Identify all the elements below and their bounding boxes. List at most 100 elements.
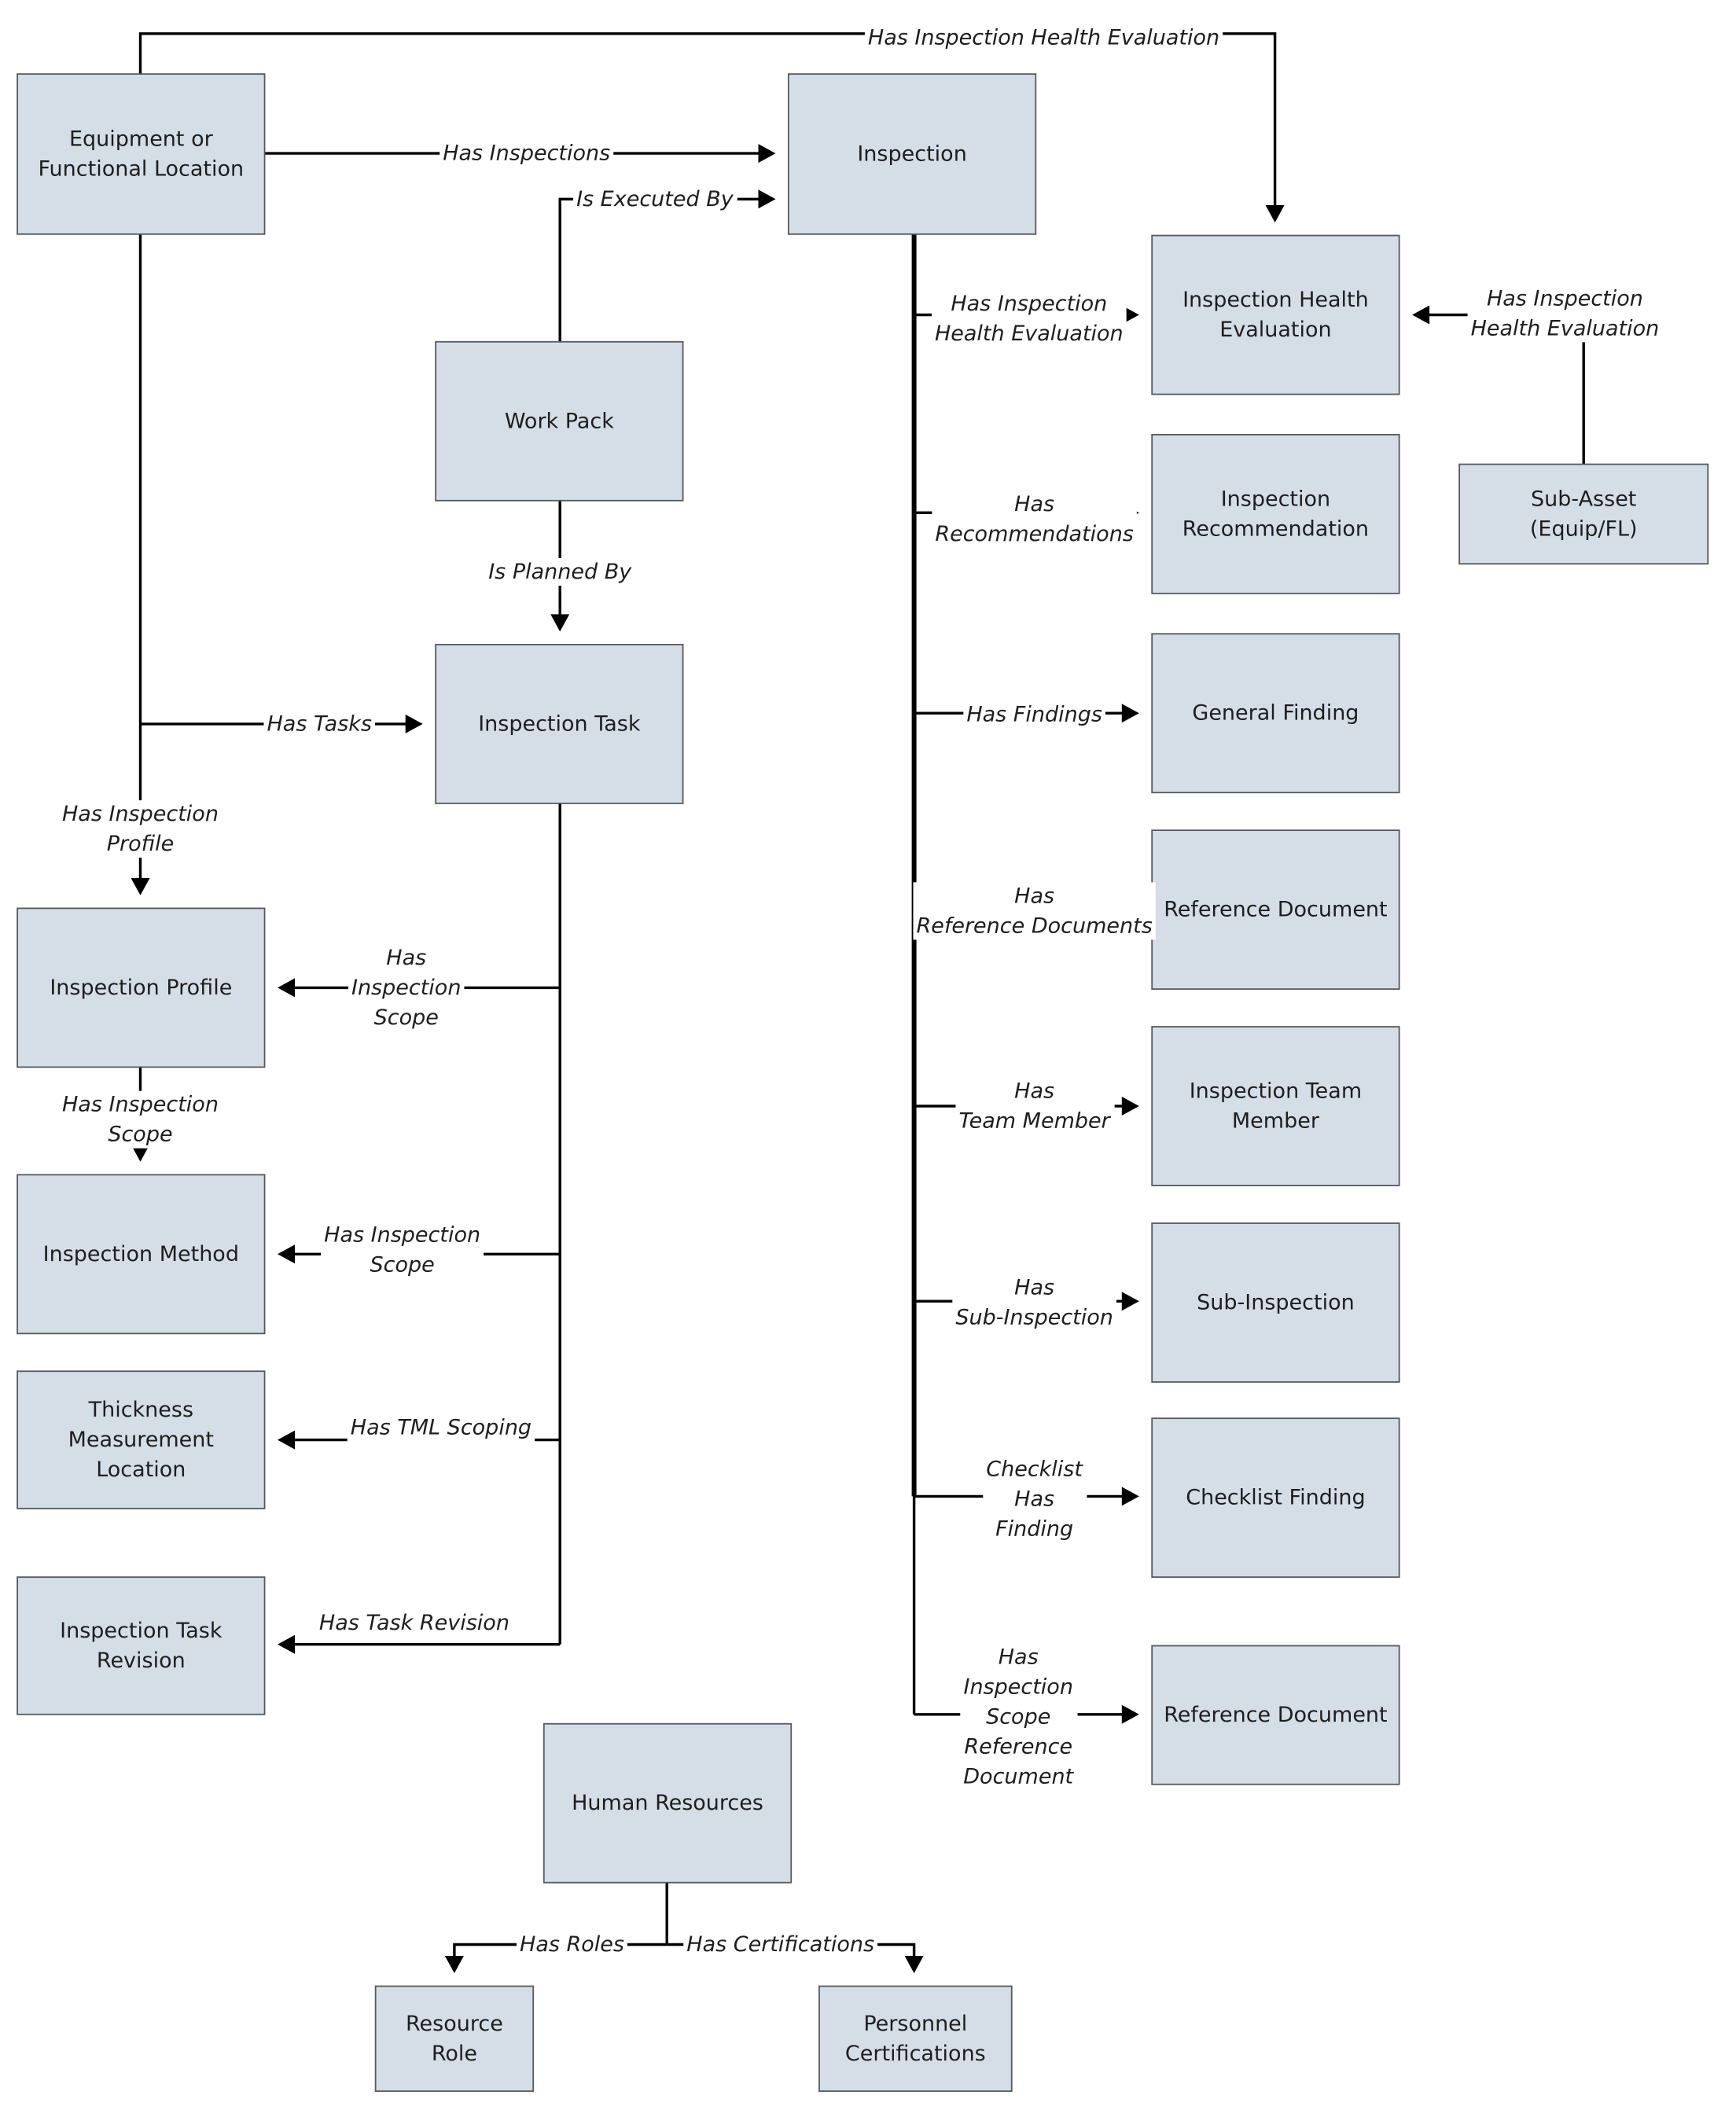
node-box: [435, 644, 684, 804]
node-box: [1151, 234, 1400, 395]
edge-label-text: Recommendations: [935, 522, 1134, 546]
edge-label-text: Has Roles: [520, 1932, 624, 1957]
edge-label-background: [963, 700, 1105, 729]
edge-label-text: Has Inspection: [62, 802, 219, 826]
node-label: Certifications: [845, 2042, 986, 2066]
node-box: [542, 1722, 793, 1884]
node-label: Resource: [406, 2012, 503, 2036]
node-label: Equipment or: [69, 127, 214, 151]
edge-label-top-health-eval: Has Inspection Health Evaluation: [864, 24, 1223, 52]
arrowhead: [1121, 1292, 1139, 1311]
node-label: Inspection Health: [1182, 288, 1369, 312]
node-reference-document-2: Reference Document: [1151, 1645, 1400, 1785]
edge-label-text: Team Member: [958, 1109, 1111, 1134]
node-reference-document-1: Reference Document: [1151, 829, 1400, 991]
arrowhead: [1265, 205, 1285, 222]
node-box: [374, 1985, 535, 2092]
edge-label-text: Is Executed By: [576, 187, 734, 211]
edge-label-text: Health Evaluation: [935, 322, 1124, 346]
arrowhead: [1121, 1097, 1139, 1116]
node-label: (Equip/FL): [1530, 516, 1638, 541]
edge-label-text: Scope: [986, 1705, 1050, 1730]
edge-label-text: Has: [1014, 1079, 1054, 1104]
edge-label-has-roles: Has Roles: [517, 1930, 627, 1958]
edge-label-background: [321, 1221, 484, 1279]
edge-label-background: [983, 1455, 1087, 1543]
edge-label-text: Health Evaluation: [1471, 316, 1660, 340]
edge-label-text: Scope: [374, 1005, 439, 1030]
edge-label-text: Scope: [370, 1253, 434, 1277]
edge-label-has-task-revision: Has Task Revision: [315, 1608, 513, 1637]
node-label: Revision: [97, 1649, 186, 1673]
node-label: Role: [432, 2042, 477, 2066]
node-label: Reference Document: [1164, 898, 1387, 922]
node-box: [1151, 1222, 1400, 1383]
edge-label-text: Has: [386, 946, 426, 970]
node-label: Location: [96, 1458, 186, 1482]
edge-label-text: Reference Documents: [916, 913, 1152, 938]
edge-label-background: [864, 24, 1223, 52]
node-label: Sub-Inspection: [1197, 1290, 1355, 1314]
edge-label-text: Is Planned By: [488, 560, 632, 584]
node-box: [17, 1576, 266, 1715]
node-box: [1151, 829, 1400, 991]
edge-label-text: Has: [999, 1645, 1039, 1670]
node-general-finding: General Finding: [1151, 633, 1400, 794]
node-label: Member: [1232, 1109, 1320, 1134]
edge-label-text: Has Inspection: [62, 1093, 219, 1117]
node-box: [17, 73, 266, 235]
edge-label-text: Profile: [107, 832, 174, 856]
edge-label-background: [517, 1930, 627, 1958]
edge-label-background: [931, 290, 1127, 348]
node-sub-asset: Sub-Asset(Equip/FL): [1458, 463, 1709, 565]
node-box: [1458, 463, 1709, 565]
node-label: Inspection: [1221, 487, 1330, 511]
edge-label-background: [440, 139, 614, 167]
edge-label-text: Has Inspection: [951, 292, 1107, 316]
edge-label-has-tasks: Has Tasks: [263, 710, 375, 738]
edge-label-background: [58, 800, 222, 858]
node-box: [1151, 1026, 1400, 1186]
node-work-pack: Work Pack: [435, 340, 684, 502]
edge-label-text: Has: [1014, 1275, 1054, 1299]
edge-label-text: Scope: [108, 1123, 172, 1147]
node-label: Inspection Profile: [50, 976, 232, 1000]
edge-label-text: Reference: [964, 1735, 1072, 1759]
edge-label-is-planned-by: Is Planned By: [485, 557, 636, 586]
arrowhead: [278, 1244, 295, 1264]
arrowhead: [278, 978, 295, 998]
connector-line: [138, 32, 1277, 219]
arrowhead: [131, 877, 150, 895]
edge-label-text: Has TML Scoping: [351, 1416, 531, 1440]
edge-label-has-findings: Has Findings: [963, 700, 1105, 729]
node-box: [17, 1174, 266, 1335]
edge-label-background: [485, 557, 636, 586]
node-box: [17, 907, 266, 1068]
edge-label-is-executed-by: Is Executed By: [573, 185, 737, 213]
edge-label-background: [683, 1930, 878, 1958]
node-label: Inspection: [857, 142, 966, 166]
edge-label-text: Has: [1014, 492, 1054, 516]
arrowhead: [278, 1634, 295, 1654]
node-box: [1151, 1645, 1400, 1785]
edge-label-text: Has Inspection Health Evaluation: [868, 25, 1219, 50]
arrowhead: [278, 1430, 295, 1450]
node-box: [1151, 1417, 1400, 1579]
node-label: Measurement: [68, 1428, 214, 1452]
arrowhead: [405, 714, 423, 733]
edge-label-text: Inspection: [963, 1675, 1072, 1700]
edge-label-text: Has Task Revision: [319, 1611, 509, 1635]
edge-label-text: Sub-Inspection: [955, 1305, 1113, 1329]
node-box: [1151, 433, 1400, 594]
